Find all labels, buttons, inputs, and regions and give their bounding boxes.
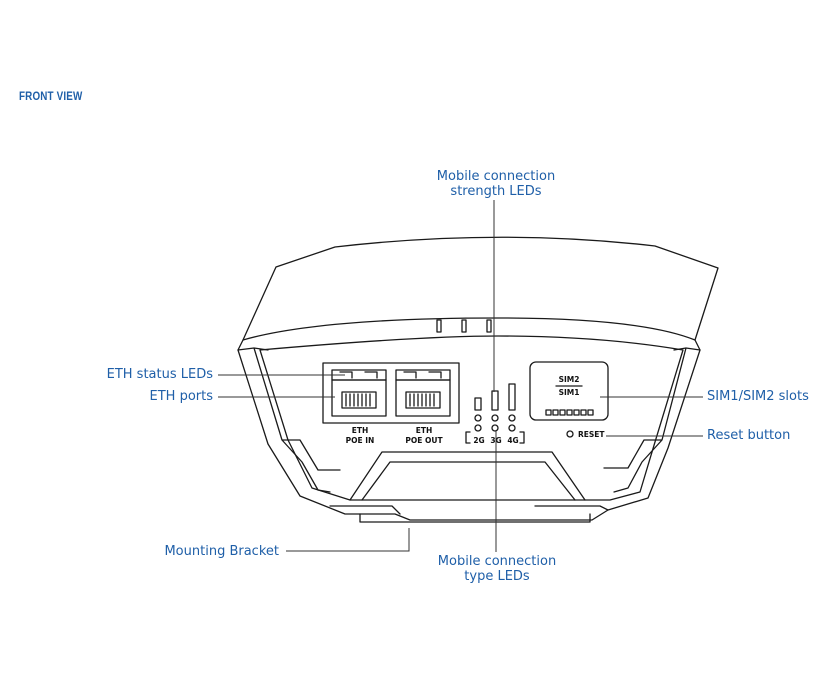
callout-mobile-strength-leds: Mobile connection strength LEDs <box>437 169 555 199</box>
sim1-label: SIM1 <box>559 388 580 397</box>
callout-mobile-type-leds: Mobile connection type LEDs <box>438 554 556 584</box>
type-led-2g <box>474 414 482 422</box>
eth-port-out-notch <box>395 369 451 381</box>
device-bracket-arch <box>349 451 586 501</box>
vent-slot <box>436 319 442 333</box>
device-right-frame <box>603 347 701 493</box>
mounting-bracket <box>359 513 591 523</box>
sim-contacts <box>545 409 594 416</box>
eth-out-label-1: ETH <box>416 426 433 435</box>
eth-port-in-pins <box>345 393 371 407</box>
eth-in-label-2: POE IN <box>346 436 375 445</box>
led-label-4g: 4G <box>507 436 518 445</box>
device-base-left <box>329 505 401 515</box>
callout-reset-button: Reset button <box>707 428 791 443</box>
eth-out-label-2: POE OUT <box>405 436 443 445</box>
device-outer-shell <box>237 236 719 521</box>
strength-led-1 <box>474 397 482 411</box>
callout-sim-slots: SIM1/SIM2 slots <box>707 389 809 404</box>
vent-slot <box>461 319 467 333</box>
eth-port-in <box>331 379 387 417</box>
strength-led-3 <box>508 383 516 411</box>
device-dome-edge <box>242 317 696 341</box>
eth-port-in-contacts <box>341 391 377 409</box>
eth-port-in-notch <box>331 369 387 381</box>
type-led-4g <box>508 414 516 422</box>
sim-cover <box>529 361 609 421</box>
type-led-3g-lower <box>491 424 499 432</box>
reset-button <box>566 430 574 438</box>
device-front-panel <box>259 335 684 501</box>
callout-mounting-bracket: Mounting Bracket <box>164 544 279 559</box>
type-led-2g-lower <box>474 424 482 432</box>
sim2-label: SIM2 <box>559 375 580 384</box>
callout-mobile-strength-line2: strength LEDs <box>450 184 542 199</box>
leader-mounting-bracket <box>286 528 410 552</box>
strength-led-2 <box>491 390 499 411</box>
callout-mobile-type-line2: type LEDs <box>464 569 530 584</box>
type-led-3g <box>491 414 499 422</box>
eth-port-out-contacts <box>405 391 441 409</box>
device-left-frame <box>237 347 341 493</box>
callout-mobile-type-line1: Mobile connection <box>437 554 557 569</box>
device-base-right <box>534 505 609 511</box>
vent-slot <box>486 319 492 333</box>
led-label-2g: 2G <box>473 436 484 445</box>
eth-module <box>322 362 460 424</box>
eth-port-out <box>395 379 451 417</box>
callout-mobile-strength-line1: Mobile connection <box>436 169 556 184</box>
callout-eth-ports: ETH ports <box>149 389 213 404</box>
led-bracket <box>465 431 525 444</box>
section-title: FRONT VIEW <box>19 89 83 103</box>
eth-port-out-pins <box>409 393 435 407</box>
type-led-4g-lower <box>508 424 516 432</box>
callout-eth-status-leds: ETH status LEDs <box>106 367 213 382</box>
eth-in-label-1: ETH <box>352 426 369 435</box>
reset-label: RESET <box>578 430 605 439</box>
